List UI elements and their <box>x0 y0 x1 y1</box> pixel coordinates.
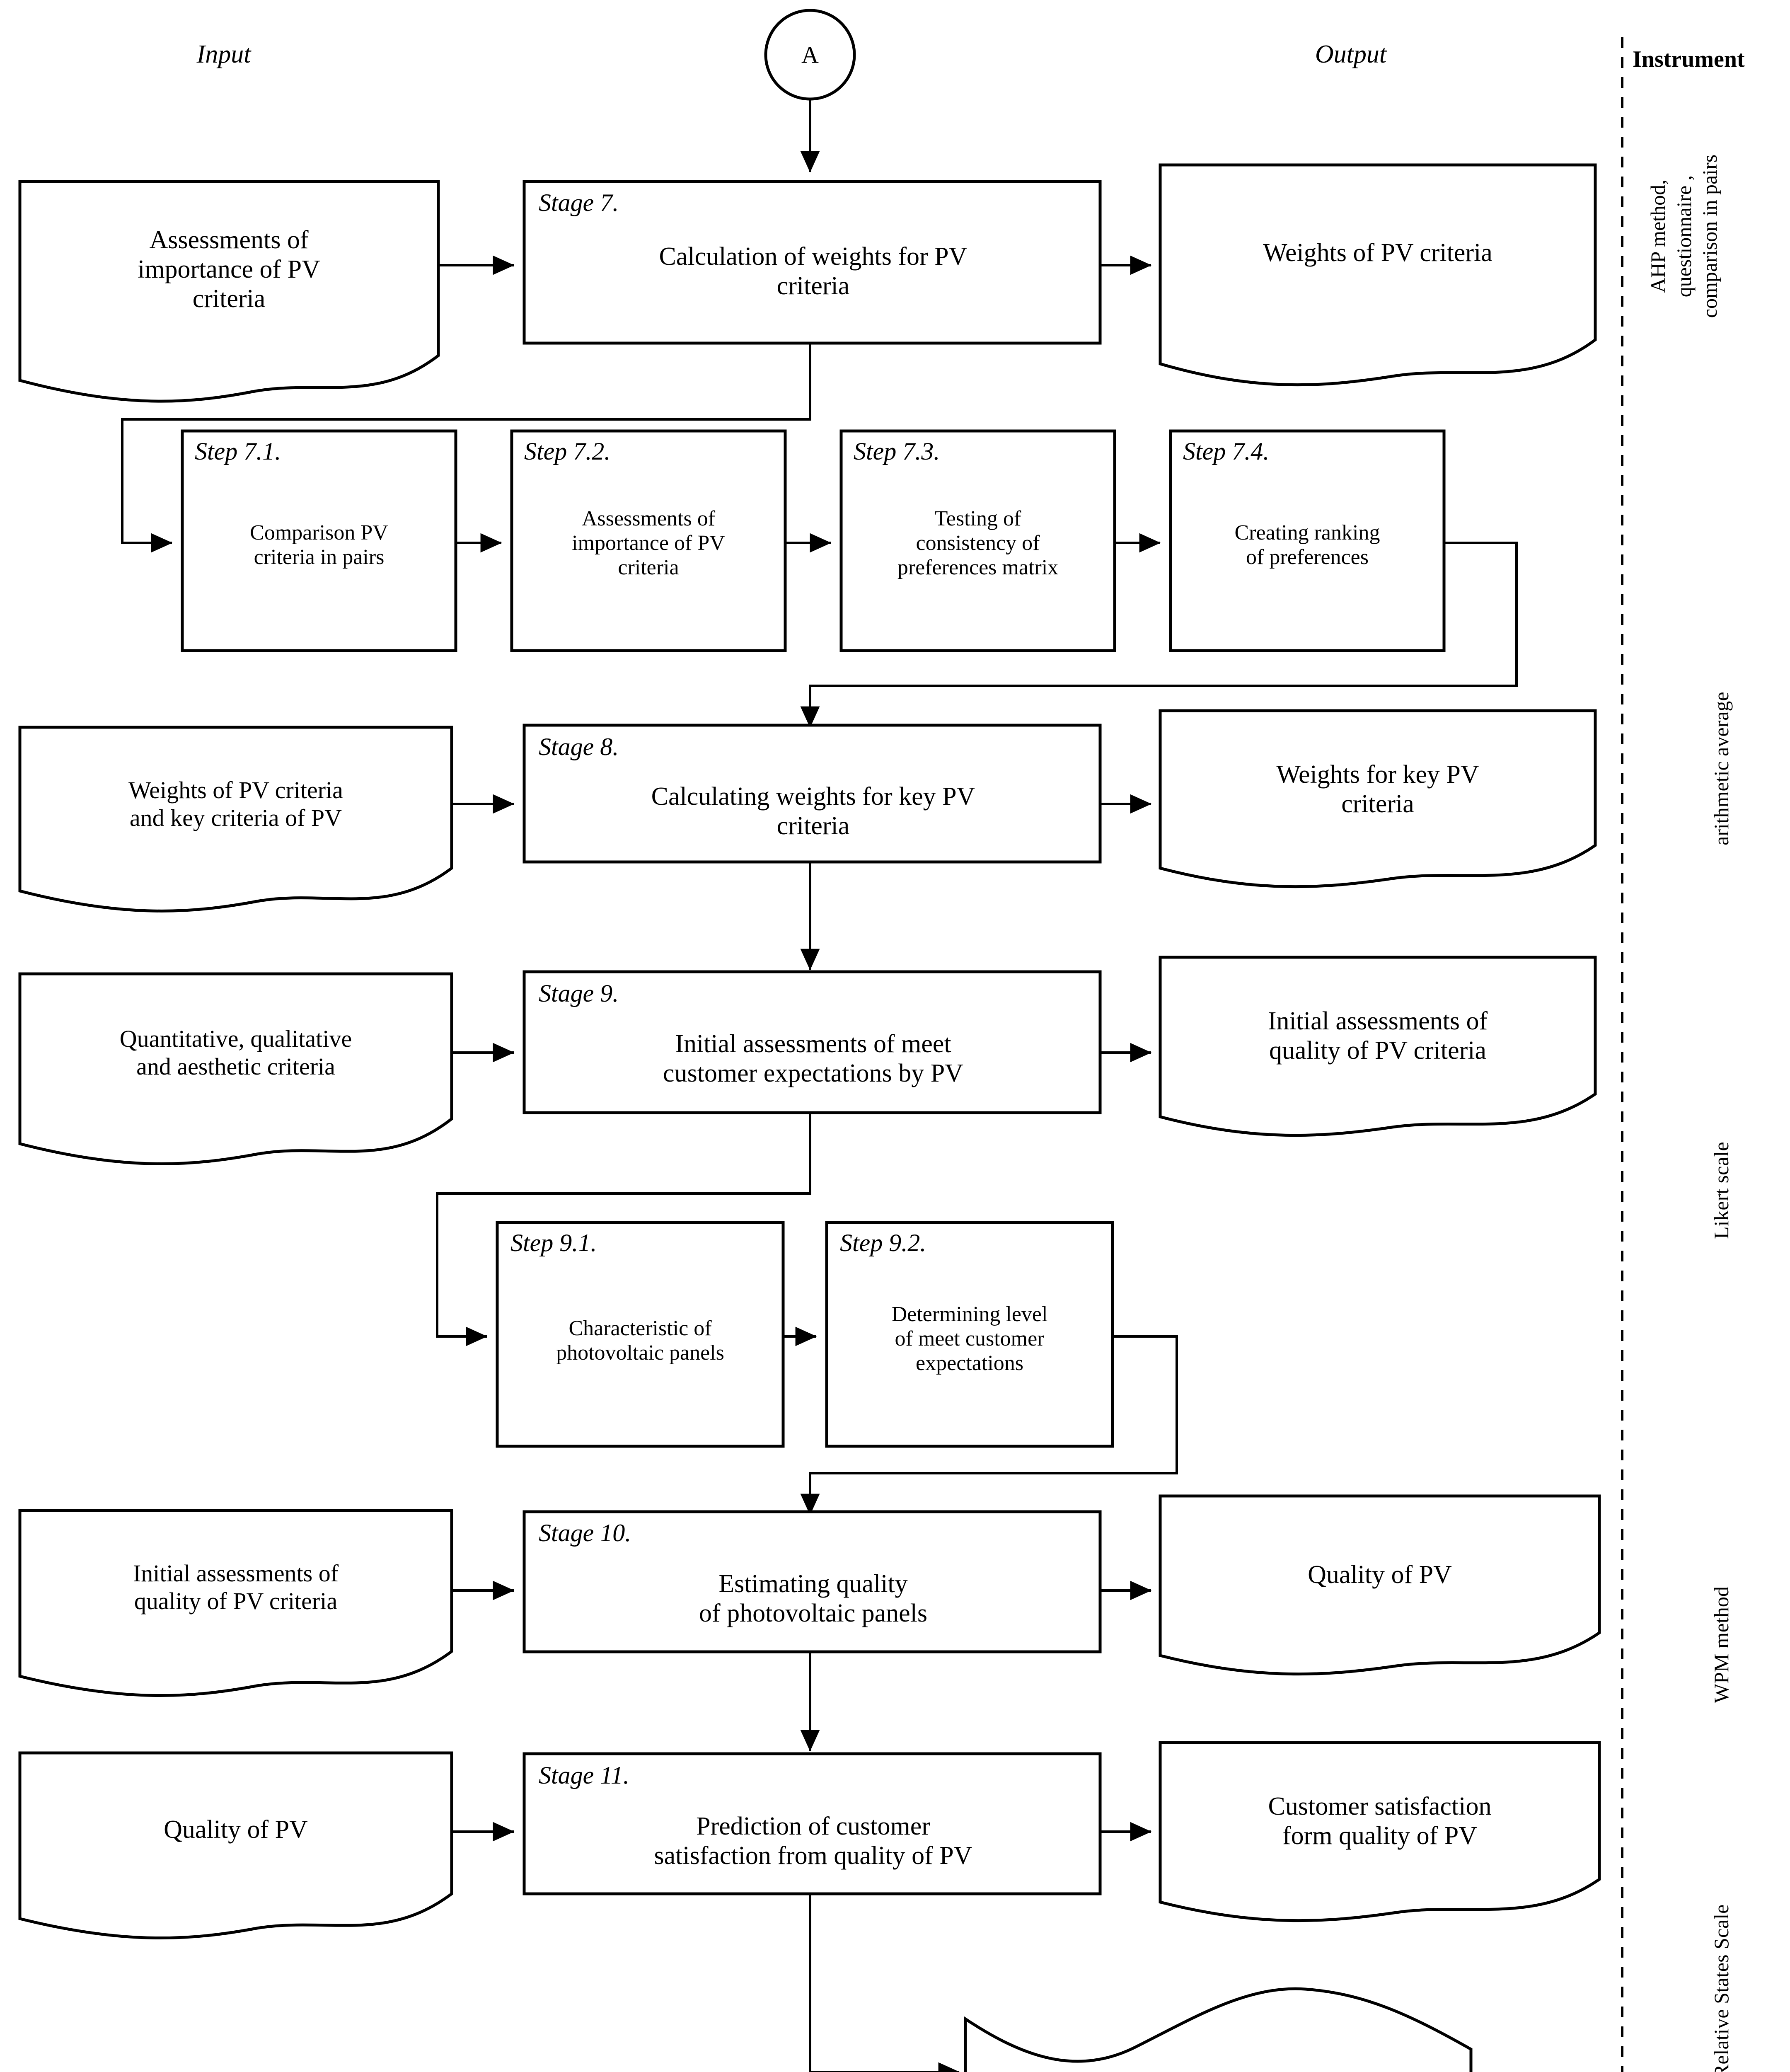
output-doc-stage8 <box>1159 709 1597 888</box>
output-label-stage7: Weights of PV criteria <box>1263 238 1492 267</box>
instrument-label-arithmetic-average: arithmetic average <box>1710 692 1733 845</box>
arrow-step92-to-stage10 <box>800 1335 1178 1515</box>
output-label-stage11: Customer satisfaction form quality of PV <box>1268 1792 1492 1850</box>
column-header-input: Input <box>196 40 251 68</box>
step-body-step72: Assessments of importance of PV criteria <box>572 506 725 579</box>
process-box-stage11 <box>522 1752 1102 1895</box>
step-body-step92: Determining level of meet customer expec… <box>891 1302 1048 1375</box>
column-header-instrument: Instrument <box>1633 46 1745 72</box>
input-label-stage11: Quality of PV <box>164 1815 308 1844</box>
final-document-shape <box>964 1987 1473 2072</box>
step-body-step71: Comparison PV criteria in pairs <box>250 521 388 569</box>
step-body-step74: Creating ranking of preferences <box>1234 521 1380 569</box>
input-label-stage8: Weights of PV criteria and key criteria … <box>128 777 343 831</box>
step-body-step73: Testing of consistency of preferences ma… <box>897 506 1059 579</box>
input-doc-stage9 <box>18 972 453 1165</box>
step-tag-step73: Step 7.3. <box>854 438 940 465</box>
input-doc-stage8 <box>18 726 453 913</box>
instrument-label-wpm-method: WPM method <box>1710 1586 1733 1703</box>
step-tag-step71: Step 7.1. <box>195 438 281 465</box>
input-label-stage9: Quantitative, qualitative and aesthetic … <box>119 1025 352 1080</box>
step-tag-step74: Step 7.4. <box>1183 438 1270 465</box>
process-box-step71 <box>181 429 457 652</box>
input-label-stage10: Initial assessments of quality of PV cri… <box>133 1560 339 1615</box>
process-box-stage10 <box>522 1510 1102 1653</box>
process-box-stage7 <box>522 180 1102 345</box>
process-box-step73 <box>839 429 1116 652</box>
output-label-stage10: Quality of PV <box>1308 1560 1452 1589</box>
output-doc-stage11 <box>1159 1741 1601 1922</box>
process-box-step72 <box>510 429 787 652</box>
output-doc-stage9 <box>1159 956 1597 1137</box>
stage-tag-stage10: Stage 10. <box>539 1519 631 1547</box>
stage-tag-stage11: Stage 11. <box>539 1762 629 1789</box>
stage-body-stage8: Calculating weights for key PV criteria <box>651 782 975 840</box>
output-label-stage9: Initial assessments of quality of PV cri… <box>1268 1007 1488 1065</box>
connector-circle-a <box>764 9 856 101</box>
instrument-label-likert-scale: Likert scale <box>1710 1142 1733 1239</box>
process-box-step74 <box>1169 429 1446 652</box>
stage-body-stage11: Prediction of customer satisfaction from… <box>654 1812 972 1870</box>
process-box-stage8 <box>522 724 1102 864</box>
stage-body-stage9: Initial assessments of meet customer exp… <box>663 1030 963 1087</box>
input-doc-stage10 <box>18 1509 453 1697</box>
final-document-label: Photovoltaic panel expected by customer <box>982 2066 1450 2072</box>
arrow-stage7-to-step71 <box>121 343 811 553</box>
output-label-stage8: Weights for key PV criteria <box>1276 760 1479 818</box>
stage-tag-stage8: Stage 8. <box>539 733 619 760</box>
column-header-output: Output <box>1315 40 1387 68</box>
input-doc-stage11 <box>18 1751 453 1940</box>
step-tag-step91: Step 9.1. <box>510 1229 597 1256</box>
connector-label-a: A <box>801 41 819 68</box>
step-tag-step72: Step 7.2. <box>524 438 611 465</box>
instrument-label-ahp: AHP method, questionnaire , comparison i… <box>1646 154 1721 318</box>
stage-tag-stage9: Stage 9. <box>539 980 619 1007</box>
arrow-step74-to-stage8 <box>800 542 1518 728</box>
output-doc-stage10 <box>1159 1494 1601 1676</box>
process-box-step92 <box>825 1221 1114 1448</box>
output-doc-stage7 <box>1159 163 1597 387</box>
input-doc-stage7 <box>18 180 440 403</box>
step-body-step91: Characteristic of photovoltaic panels <box>556 1317 724 1365</box>
process-box-step91 <box>496 1221 785 1448</box>
instrument-label-relative-states-scale: Relative States Scale <box>1710 1904 1733 2072</box>
input-label-stage7: Assessments of importance of PV criteria <box>138 225 320 313</box>
step-tag-step92: Step 9.2. <box>840 1229 926 1256</box>
arrow-stage9-to-step91 <box>436 1113 811 1346</box>
stage-body-stage10: Estimating quality of photovoltaic panel… <box>699 1569 927 1627</box>
process-box-stage9 <box>522 970 1102 1114</box>
stage-body-stage7: Calculation of weights for PV criteria <box>659 242 968 300</box>
stage-tag-stage7: Stage 7. <box>539 189 619 216</box>
